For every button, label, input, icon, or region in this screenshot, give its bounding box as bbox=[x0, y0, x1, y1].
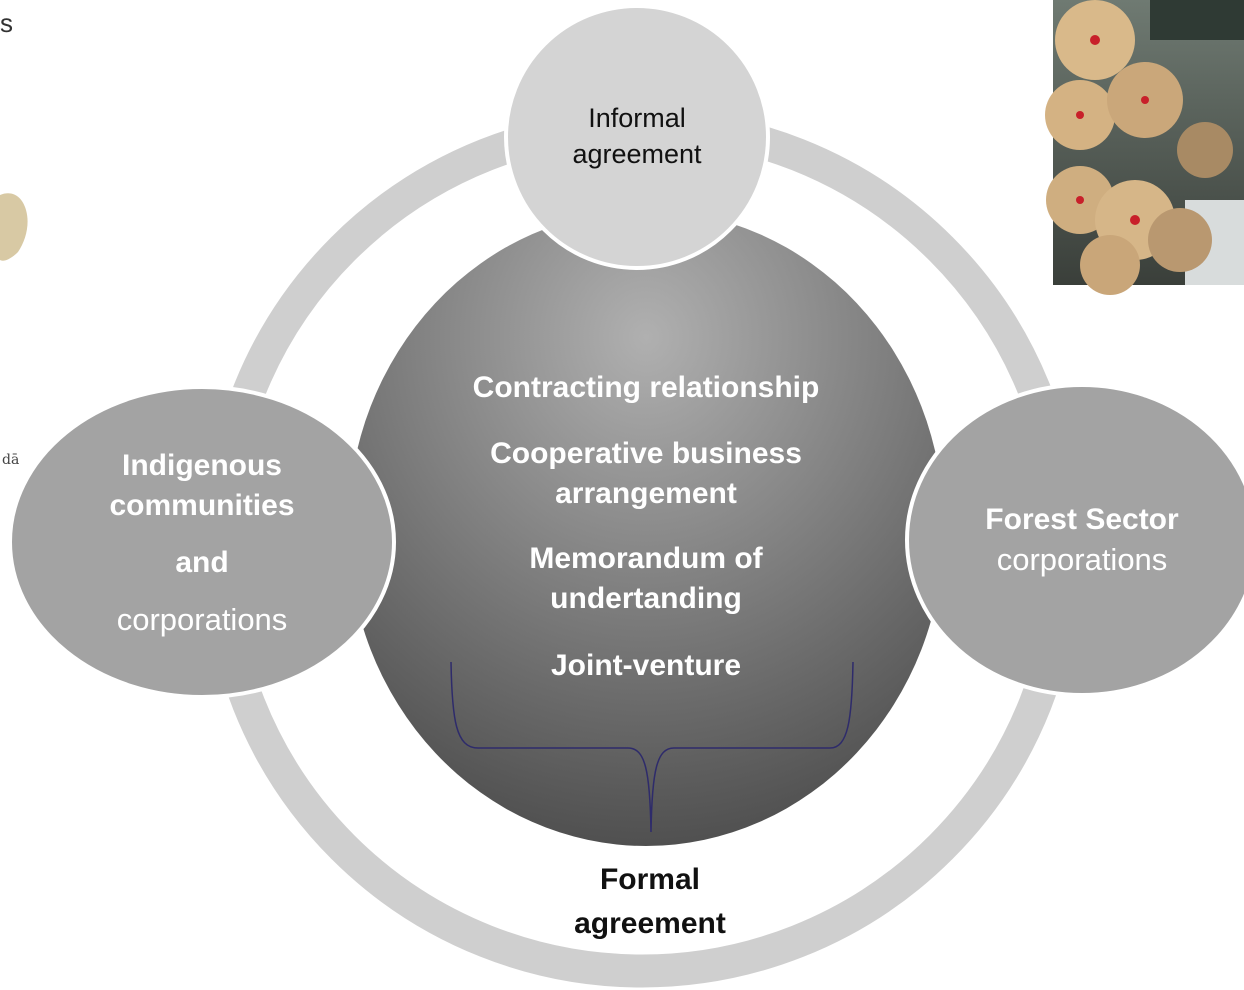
indigenous-line1: Indigenous bbox=[122, 449, 282, 482]
formal-line1: Formal bbox=[599, 863, 701, 896]
memorandum-line2: undertanding bbox=[550, 582, 742, 615]
left-fragment-logo-text: dā bbox=[2, 452, 20, 468]
center-item-cooperative: Cooperative business arrangement bbox=[426, 434, 866, 514]
map-fragment bbox=[0, 193, 28, 261]
center-circle bbox=[348, 210, 944, 846]
left-fragment-text: s bbox=[0, 8, 13, 38]
indigenous-label: Indigenous communities and corporations bbox=[72, 446, 332, 640]
formal-brace bbox=[450, 661, 854, 833]
stacked-logs-photo bbox=[1045, 0, 1244, 295]
cooperative-line2: arrangement bbox=[555, 477, 737, 510]
forest-line2: corporations bbox=[996, 542, 1168, 577]
indigenous-line4: corporations bbox=[116, 602, 288, 637]
center-item-joint-venture: Joint-venture bbox=[550, 649, 742, 682]
informal-line1: Informal bbox=[588, 103, 686, 133]
formal-agreement-label: Formal agreement bbox=[540, 858, 760, 946]
center-item-contracting: Contracting relationship bbox=[472, 371, 820, 404]
informal-line2: agreement bbox=[572, 139, 702, 169]
informal-agreement-label: Informal agreement bbox=[537, 100, 737, 172]
top-circle bbox=[504, 4, 770, 270]
indigenous-line3: and bbox=[175, 546, 229, 579]
indigenous-line2: communities bbox=[109, 489, 295, 522]
right-circle bbox=[905, 383, 1244, 697]
memorandum-line1: Memorandum of bbox=[529, 542, 763, 575]
cooperative-line1: Cooperative business bbox=[490, 437, 802, 470]
left-circle bbox=[8, 385, 396, 699]
forest-sector-label: Forest Sector corporations bbox=[952, 500, 1212, 580]
center-item-memorandum: Memorandum of undertanding bbox=[426, 539, 866, 619]
formal-line2: agreement bbox=[574, 907, 726, 940]
forest-line1: Forest Sector bbox=[985, 503, 1179, 536]
